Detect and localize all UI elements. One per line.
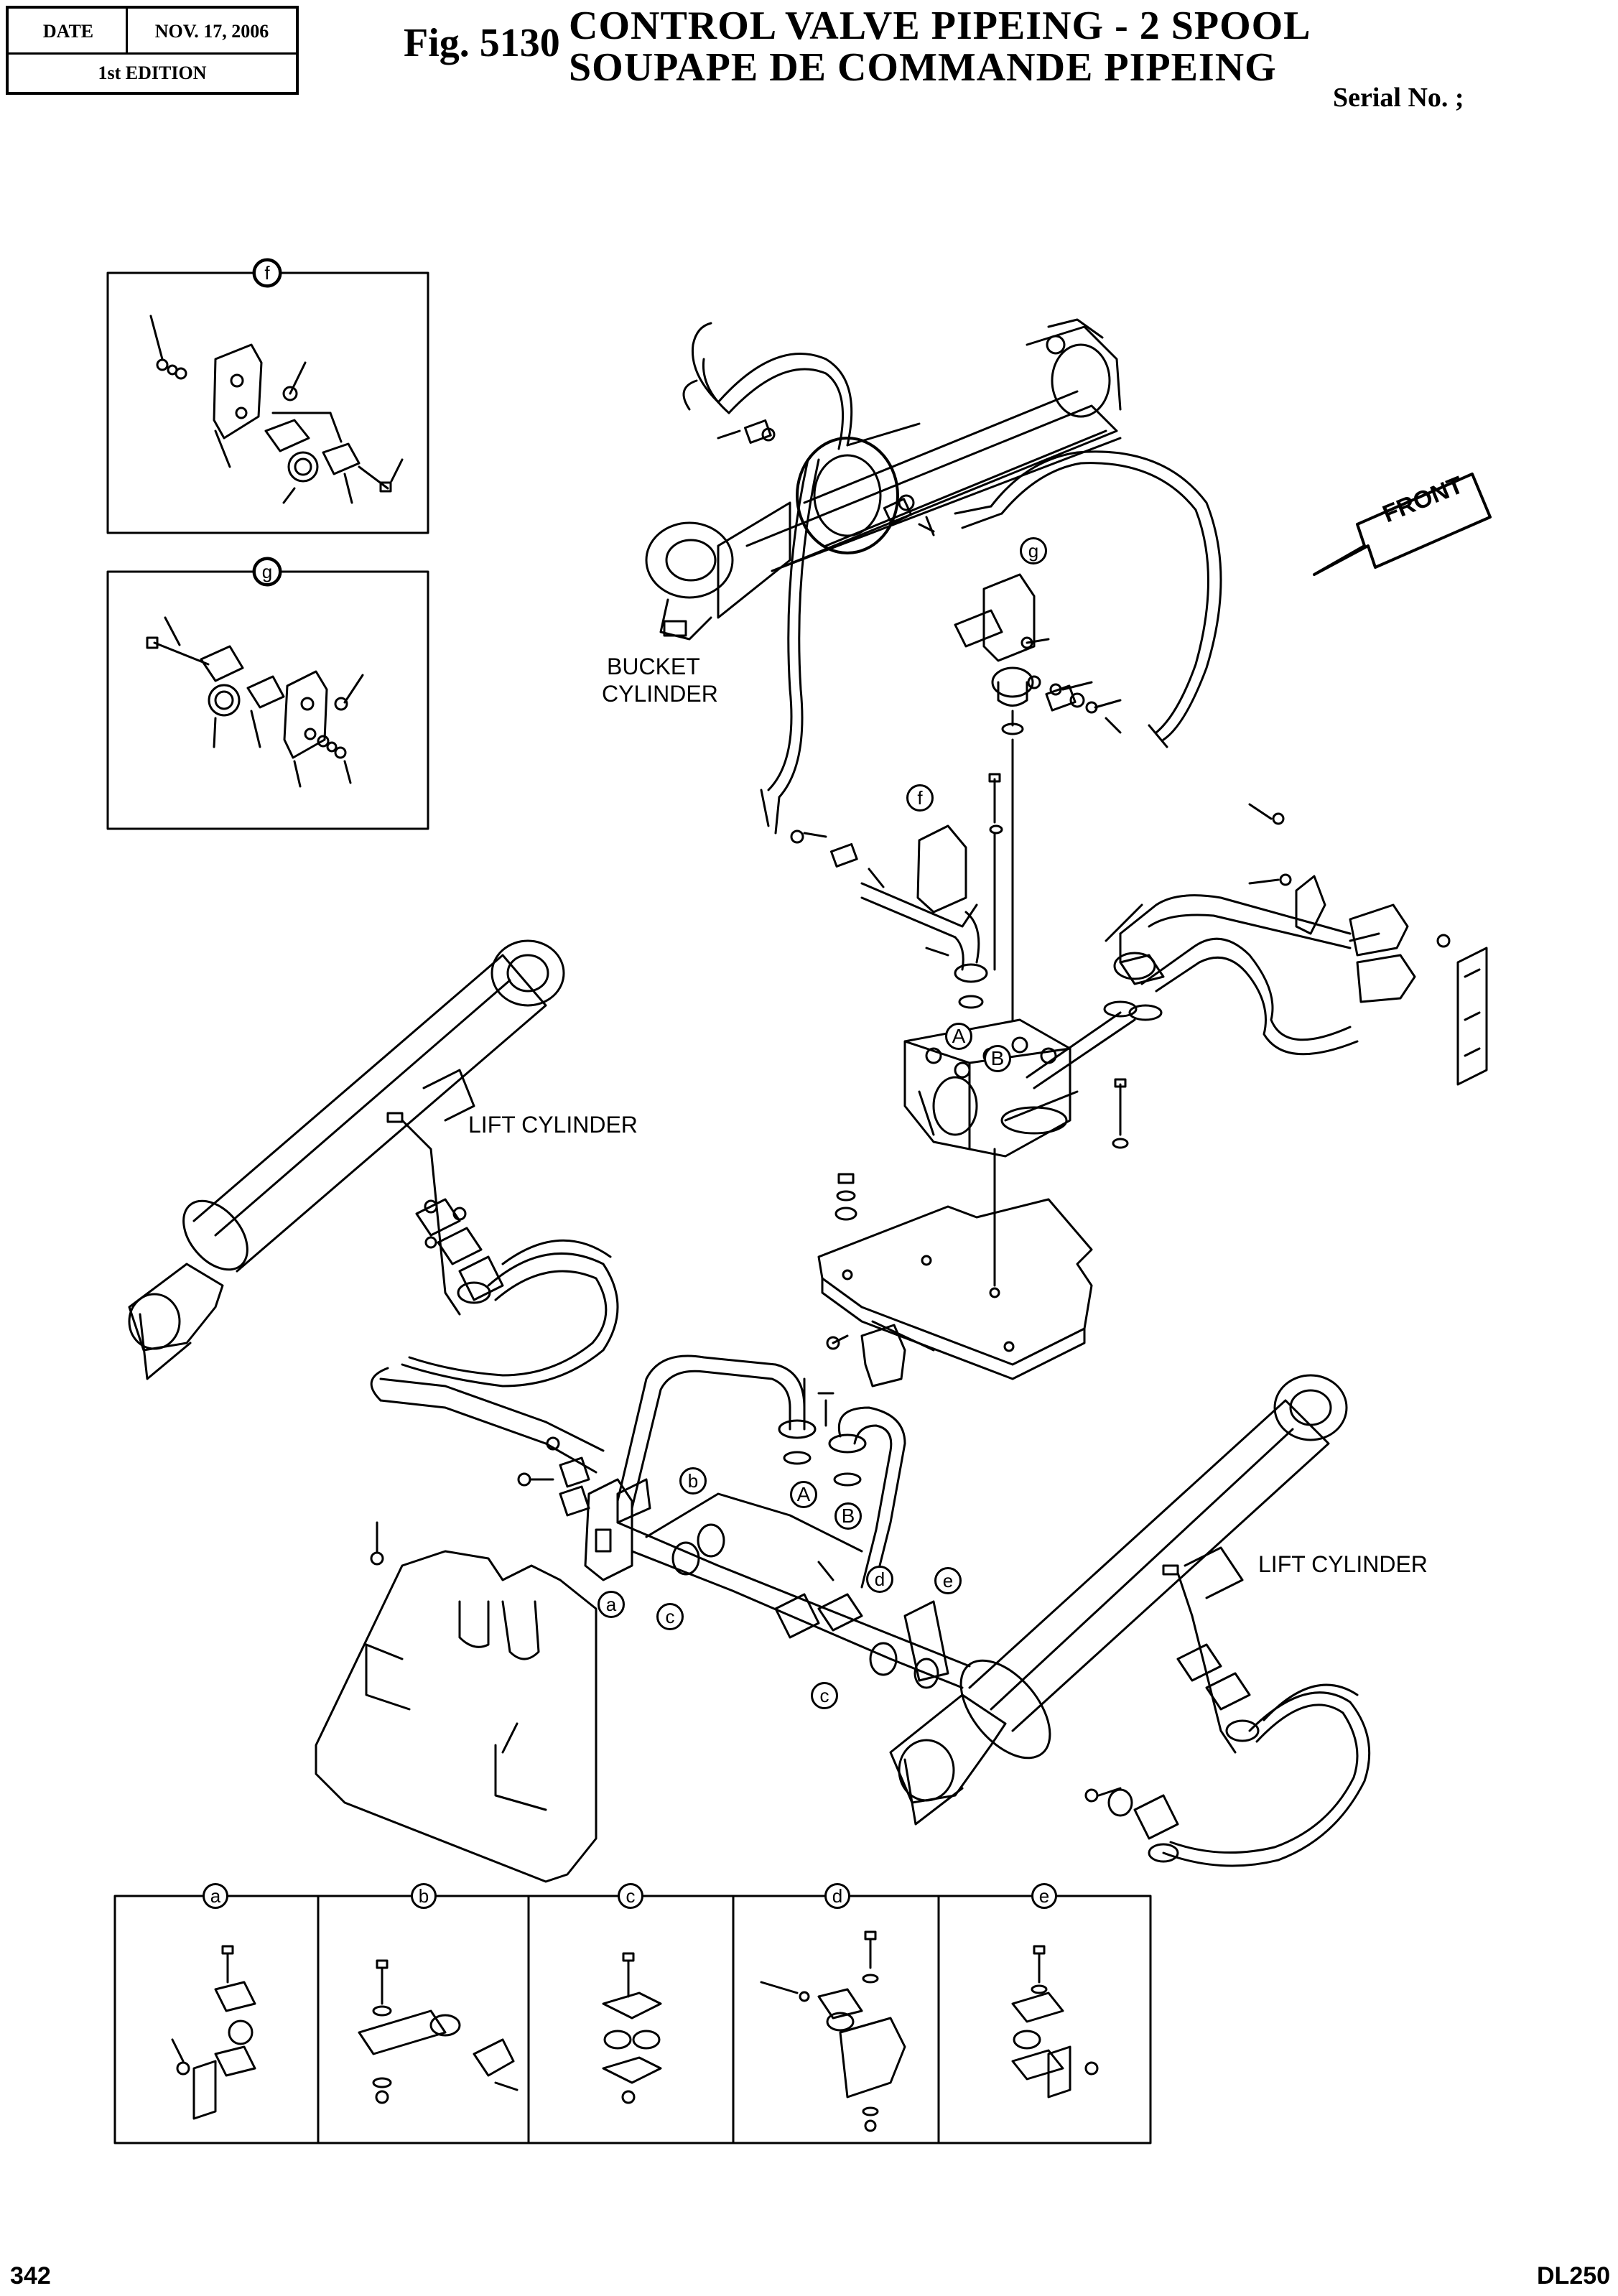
callout-f-diagram: f (906, 784, 934, 812)
bucket-cylinder-label-line2: CYLINDER (602, 681, 718, 707)
title-french: SOUPAPE DE COMMANDE PIPEING (569, 45, 1277, 90)
right-pipes (1026, 803, 1488, 1089)
callout-e-diagram: e (934, 1567, 962, 1594)
lift-cylinder-right (889, 1374, 1371, 1867)
detail-d-drawing (760, 1930, 906, 2132)
header-info-box: DATE NOV. 17, 2006 1st EDITION (6, 6, 299, 95)
bracket-g (954, 573, 1093, 1021)
detail-b-drawing (358, 1959, 519, 2104)
bottom-details-frame (113, 1895, 1152, 2144)
lift-cylinder-left (128, 939, 619, 1402)
callout-g-diagram: g (1020, 537, 1047, 564)
callout-f-top: f (254, 259, 281, 287)
callout-d-diagram: d (866, 1566, 893, 1593)
guard-plate (315, 1521, 598, 1883)
valve-mounting-plate (817, 1173, 1093, 1388)
bracket-f (790, 824, 988, 1009)
callout-port-B-valve: B (984, 1045, 1011, 1072)
detail-c-drawing (602, 1952, 662, 2104)
callout-port-A-lower: A (790, 1481, 817, 1508)
upper-hoses (682, 322, 1222, 835)
lift-cylinder-right-label: LIFT CYLINDER (1258, 1551, 1428, 1577)
page-number: 342 (10, 2262, 51, 2290)
callout-c-detail: c (618, 1883, 643, 1909)
model-name: DL250 (1537, 2262, 1611, 2290)
lift-cylinder-left-label: LIFT CYLINDER (468, 1112, 638, 1138)
valve-bolts (988, 773, 1129, 1149)
detail-f-box (106, 258, 429, 534)
figure-number: Fig. 5130 (404, 21, 560, 65)
callout-e-detail: e (1031, 1883, 1057, 1909)
lower-pipe-assembly (379, 1354, 971, 1689)
serial-number: Serial No. ; (1333, 83, 1464, 113)
edition-label: 1st EDITION (98, 62, 207, 83)
upper-fittings (717, 419, 1122, 734)
callout-port-B-lower: B (834, 1502, 862, 1530)
bucket-cylinder-label-line1: BUCKET (607, 654, 700, 679)
date-value-cell (128, 9, 296, 55)
callout-a-diagram: a (598, 1591, 625, 1618)
control-valve-body (903, 1018, 1079, 1287)
detail-a-drawing (171, 1945, 256, 2120)
detail-g-box (106, 557, 429, 830)
callout-g-top: g (254, 558, 281, 585)
date-value: NOV. 17, 2006 (154, 21, 269, 42)
front-arrow-shape (1313, 473, 1492, 576)
callout-c-diagram-2: c (811, 1682, 838, 1709)
callout-b-detail: b (411, 1883, 437, 1909)
date-label: DATE (42, 21, 94, 42)
detail-e-drawing (1011, 1945, 1099, 2099)
callout-c-diagram-1: c (656, 1603, 684, 1630)
callout-a-detail: a (203, 1883, 228, 1909)
bucket-cylinder-drawing (645, 318, 1122, 641)
callout-b-diagram: b (679, 1467, 707, 1495)
lower-clamps (517, 1436, 949, 1689)
date-label-cell (9, 9, 128, 55)
callout-d-detail: d (824, 1883, 850, 1909)
callout-port-A-valve: A (945, 1023, 972, 1050)
title-english: CONTROL VALVE PIPEING - 2 SPOOL (569, 4, 1311, 48)
